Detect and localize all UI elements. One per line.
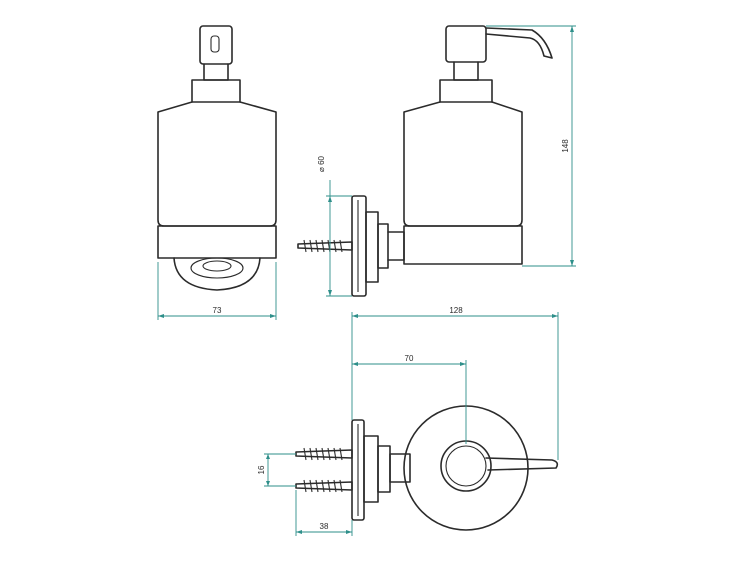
wall-plate-ring [190,257,244,279]
top-view: 128 70 16 38 [257,306,559,536]
bottle-body [403,101,523,227]
dim-arrow [460,362,466,366]
pump-spout [485,27,553,59]
dim-arrow [552,314,558,318]
pump-head [199,25,233,65]
rosette-outer [377,445,391,493]
wall-plate-curve [173,257,261,291]
dim-arrow [346,530,352,534]
dim-label-screw-spacing: 16 [257,465,266,474]
dim-label-depth: 128 [449,306,463,315]
dim-arrow [296,530,302,534]
holder-band [157,225,277,259]
pump-slot [210,35,220,53]
dim-arrow [352,314,358,318]
dim-arrow [570,260,574,266]
arm [387,231,405,261]
screw [297,241,353,251]
dim-label-height: 148 [561,139,570,153]
dim-label-diameter: ⌀ 60 [317,155,326,171]
holder-band [403,225,523,265]
rosette-mid [363,435,379,503]
wall-plate-inner [202,260,232,272]
dim-label-center-offset: 70 [405,354,414,363]
dim-label-mount-depth: 38 [320,522,329,531]
dim-label-front-width: 73 [213,306,222,315]
screw-lower [295,481,353,491]
pump-top-inner [445,445,487,487]
pump-collar [191,79,241,103]
rosette-mid [365,211,379,283]
dim-arrow [328,196,332,202]
arm [389,453,411,483]
rosette-outer [377,223,389,269]
screw-thread [303,447,343,461]
pump-top-outer [440,440,492,492]
screw-thread [303,479,343,493]
screw-upper [295,449,353,459]
pump-neck [203,63,229,81]
dim-arrow [570,26,574,32]
dim-arrow [266,481,270,486]
pump-head [445,25,487,63]
front-view: 73 [157,25,277,320]
bottle-body [157,101,277,227]
dim-arrow [352,362,358,366]
rosette-plate [351,195,367,297]
dim-arrow [328,290,332,296]
dim-arrow [266,454,270,459]
pump-neck [453,61,479,81]
dim-arrow [270,314,276,318]
side-view: ⌀ 60 148 [297,25,576,297]
pump-collar [439,79,493,103]
spout-top [485,457,559,471]
dim-arrow [158,314,164,318]
screw-thread [303,239,343,253]
